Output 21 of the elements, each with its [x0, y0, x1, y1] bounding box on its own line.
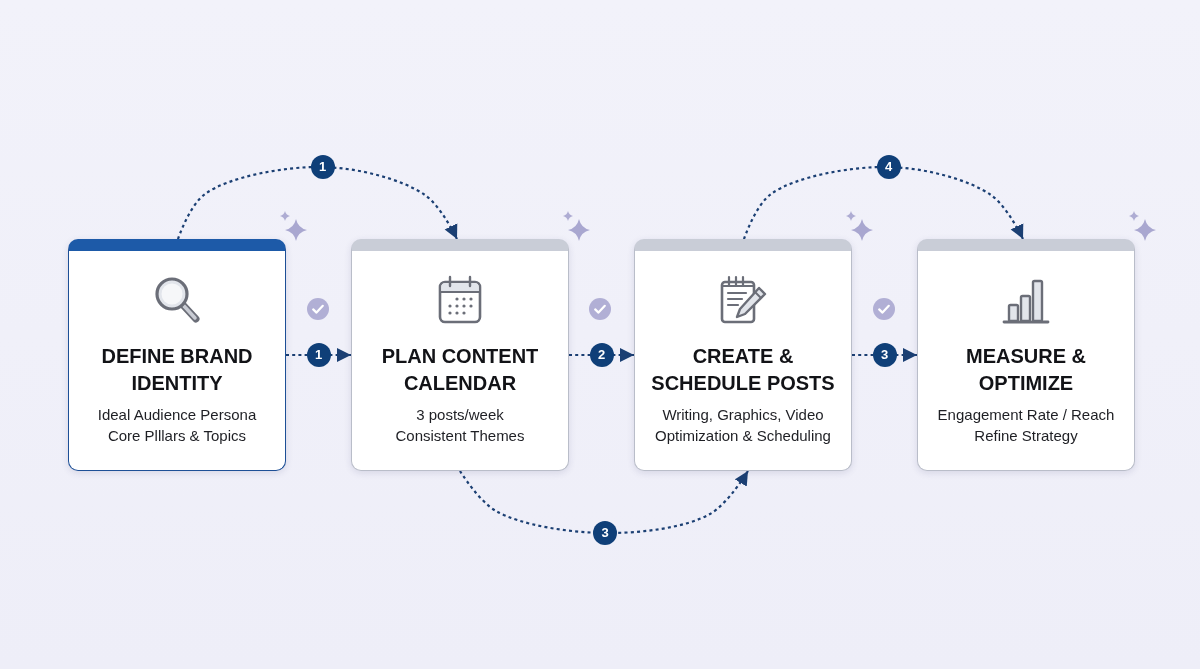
- edge-label: 1: [310, 155, 335, 179]
- process-card: [634, 239, 852, 471]
- step-description: Writing, Graphics, Video Optimization & Scheduling: [654, 405, 832, 446]
- step-title: CREATE & SCHEDULE POSTS: [650, 344, 836, 396]
- edge-label: 4: [876, 155, 901, 179]
- edge-label: 2: [589, 343, 614, 367]
- step-description: 3 posts/week Consistent Themes: [394, 405, 526, 446]
- edge-label: 3: [872, 343, 897, 367]
- edge-label: 1: [306, 343, 331, 367]
- process-card: [68, 239, 286, 471]
- dotted-arrow: [742, 165, 1024, 240]
- step-description: Ideal Audience Persona Core Plllars & Topics: [96, 405, 258, 446]
- edge-label: 3: [593, 521, 617, 545]
- step-title: PLAN CONTENT CALENDAR: [380, 344, 540, 396]
- dotted-arrow: [176, 165, 458, 240]
- dotted-arrow: [459, 470, 749, 535]
- process-card: [351, 239, 569, 471]
- step-title: MEASURE & OPTIMIZE: [965, 344, 1087, 396]
- step-title: DEFINE BRAND IDENTITY: [100, 344, 254, 396]
- process-card: [917, 239, 1135, 471]
- step-description: Engagement Rate / Reach Refine Strategy: [936, 405, 1116, 446]
